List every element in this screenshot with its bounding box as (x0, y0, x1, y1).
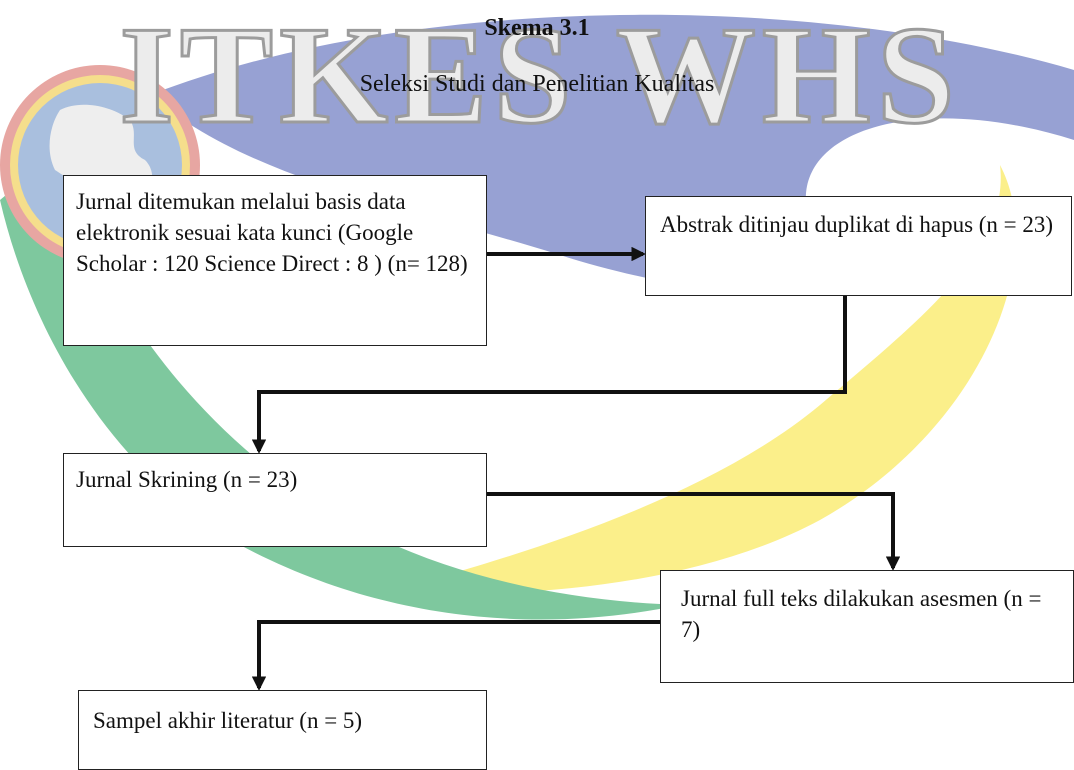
figure-title: Seleksi Studi dan Penelitian Kualitas (359, 71, 715, 97)
arrow-box2-to-box3 (251, 296, 847, 454)
step-identification-box: Jurnal ditemukan melalui basis data elek… (63, 175, 487, 346)
arrow-box3-to-box4 (487, 492, 901, 571)
watermark-blue-band (150, 14, 1074, 292)
step-fulltext-assessment-box: Jurnal full teks dilakukan asesmen (n = … (660, 570, 1074, 683)
step-screening-box: Jurnal Skrining (n = 23) (63, 453, 487, 547)
watermark-yellow-band (395, 165, 1016, 594)
step-final-sample-box: Sampel akhir literatur (n = 5) (78, 690, 487, 770)
figure-number: Skema 3.1 (484, 15, 590, 41)
step-duplicate-removal-box: Abstrak ditinjau duplikat di hapus (n = … (645, 196, 1072, 296)
arrow-box4-to-box5 (251, 620, 660, 691)
watermark-text: ITKES WHS (119, 0, 960, 153)
